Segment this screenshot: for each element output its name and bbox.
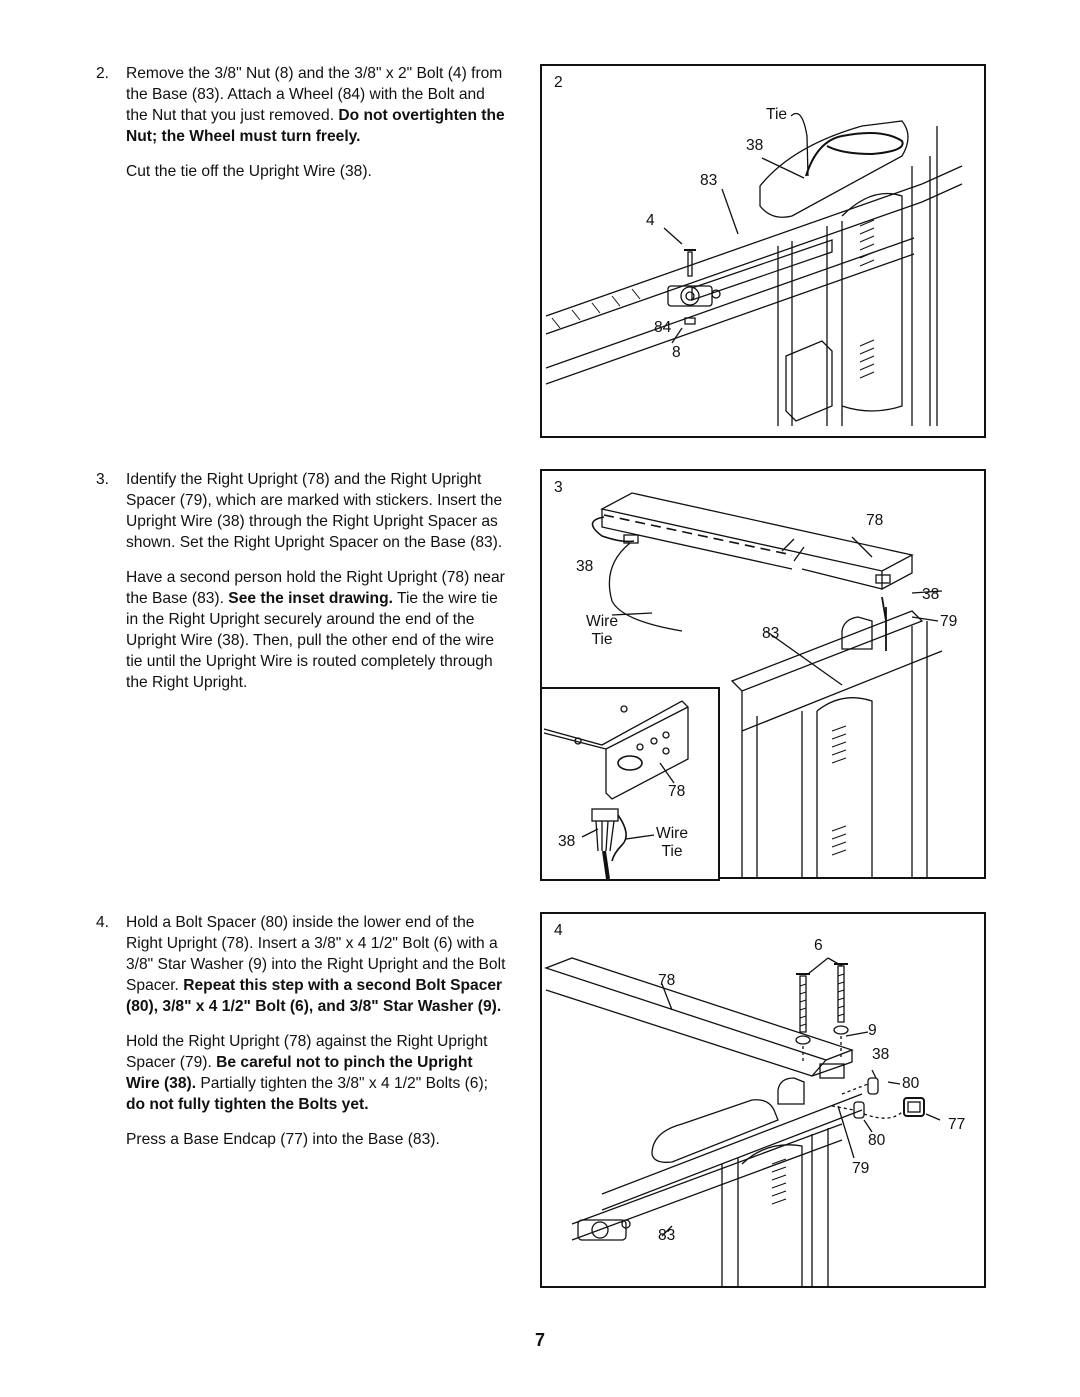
figure-number: 4 xyxy=(554,922,563,939)
label-79: 79 xyxy=(940,613,958,630)
instruction-text: Tie the wire tie in the Right Upright se… xyxy=(126,590,498,691)
label-83: 83 xyxy=(700,172,718,189)
label-6: 6 xyxy=(814,937,823,954)
instruction-text: Hold the Right Upright (78) against the … xyxy=(126,1033,488,1071)
step-paragraph: Remove the 3/8" Nut (8) and the 3/8" x 2… xyxy=(126,63,506,147)
step-3: 3. Identify the Right Upright (78) and t… xyxy=(96,469,506,693)
label-38: 38 xyxy=(872,1046,890,1063)
warning-text: See the inset drawing. xyxy=(228,590,393,607)
instruction-text: Hold a Bolt Spacer (80) inside the lower… xyxy=(126,914,506,994)
figure-2: 2 Tie 38 83 4 84 8 xyxy=(540,64,986,438)
instruction-text: Press a Base Endcap (77) into the Base (… xyxy=(126,1131,440,1148)
label-38: 38 xyxy=(746,137,764,154)
warning-text: Be careful not to pinch the Upright Wire… xyxy=(126,1054,473,1092)
warning-text: Do not overtighten the Nut; the Wheel mu… xyxy=(126,107,505,145)
step-4: 4. Hold a Bolt Spacer (80) inside the lo… xyxy=(96,912,506,1150)
label-84: 84 xyxy=(654,319,672,336)
inset-label-wire-tie: Wire Tie xyxy=(656,825,689,860)
step-paragraph: Have a second person hold the Right Upri… xyxy=(126,567,506,693)
warning-text: Repeat this step with a second Bolt Spac… xyxy=(126,977,503,1015)
warning-text: do not fully tighten the Bolts yet. xyxy=(126,1096,369,1113)
step-paragraph: Hold the Right Upright (78) against the … xyxy=(126,1031,506,1115)
figure-number: 2 xyxy=(554,74,563,91)
label-83: 83 xyxy=(762,625,780,642)
inset-drawing: 78 38 Wire Tie xyxy=(540,687,720,881)
label-80-b: 80 xyxy=(868,1132,886,1149)
label-8: 8 xyxy=(672,344,681,361)
label-83: 83 xyxy=(658,1227,676,1244)
inset-label-78: 78 xyxy=(668,783,686,800)
figure-number: 3 xyxy=(554,479,563,496)
step-number: 3. xyxy=(96,471,110,488)
label-77: 77 xyxy=(948,1116,966,1133)
figure-3: 3 78 38 38 Wire Tie 83 79 78 38 Wire Tie xyxy=(540,469,986,881)
figure-4: 4 6 78 9 38 80 77 80 79 83 xyxy=(540,912,986,1288)
inset-label-38: 38 xyxy=(558,833,576,850)
figure-2-drawing xyxy=(545,112,963,426)
instruction-text: Identify the Right Upright (78) and the … xyxy=(126,471,503,551)
label-wire-tie: Wire Tie xyxy=(586,613,619,648)
instruction-text: Have a second person hold the Right Upri… xyxy=(126,569,505,607)
label-38-b: 38 xyxy=(922,586,940,603)
step-number: 2. xyxy=(96,65,110,82)
label-38: 38 xyxy=(576,558,594,575)
label-78: 78 xyxy=(658,972,676,989)
label-79: 79 xyxy=(852,1160,870,1177)
page-number: 7 xyxy=(534,1330,545,1350)
figure-3-drawing xyxy=(591,492,943,877)
label-80: 80 xyxy=(902,1075,920,1092)
instruction-text: Remove the 3/8" Nut (8) and the 3/8" x 2… xyxy=(126,65,503,124)
instruction-text: Cut the tie off the Upright Wire (38). xyxy=(126,163,372,180)
label-tie: Tie xyxy=(766,106,788,123)
label-78: 78 xyxy=(866,512,884,529)
figure-4-drawing xyxy=(544,957,941,1286)
label-4: 4 xyxy=(646,212,655,229)
instruction-text: Partially tighten the 3/8" x 4 1/2" Bolt… xyxy=(200,1075,488,1092)
step-number: 4. xyxy=(96,914,110,931)
step-paragraph: Hold a Bolt Spacer (80) inside the lower… xyxy=(126,912,506,1017)
step-2: 2. Remove the 3/8" Nut (8) and the 3/8" … xyxy=(96,63,506,182)
label-9: 9 xyxy=(868,1022,877,1039)
inset-drawing-art xyxy=(543,700,689,879)
